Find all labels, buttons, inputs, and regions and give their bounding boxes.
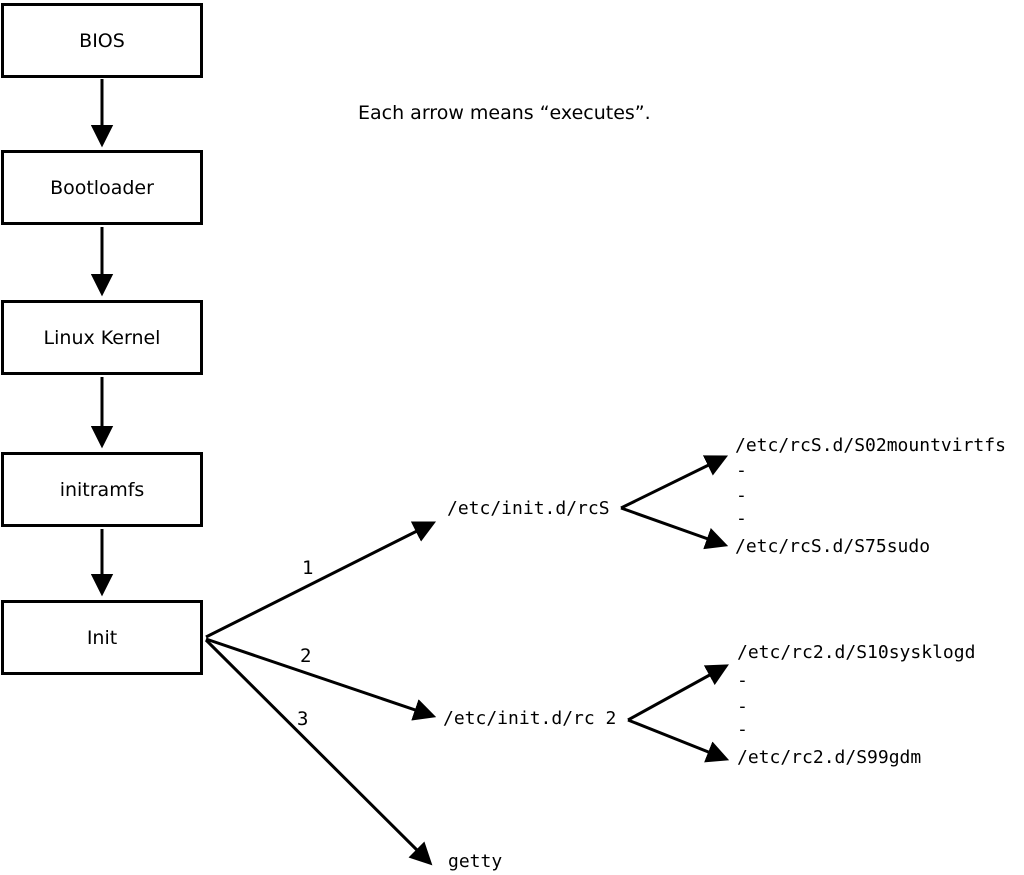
node-linux-kernel: Linux Kernel: [1, 300, 203, 375]
rc2-ellipsis-dash-1: -: [737, 670, 748, 691]
arrow-init-to-rc2: [205, 637, 437, 721]
script-s99gdm: /etc/rc2.d/S99gdm: [737, 747, 922, 768]
rcs-ellipsis-dash-1: -: [736, 460, 747, 481]
arrow-rcs-to-s02mountvirtfs: [620, 455, 729, 510]
script-s10sysklogd: /etc/rc2.d/S10sysklogd: [737, 642, 976, 663]
node-bios: BIOS: [1, 3, 203, 78]
path-init-d-rcs: /etc/init.d/rcS: [447, 498, 610, 519]
path-getty: getty: [448, 851, 503, 872]
order-label-3: 3: [297, 708, 309, 730]
node-bootloader-label: Bootloader: [50, 176, 154, 199]
node-initramfs-label: initramfs: [59, 478, 145, 501]
order-label-1: 1: [302, 557, 314, 579]
order-label-2: 2: [300, 645, 312, 667]
node-bootloader: Bootloader: [1, 150, 203, 225]
arrow-init-to-rcs: [205, 521, 437, 639]
arrow-rc2-to-s99gdm: [627, 718, 730, 763]
node-linux-kernel-label: Linux Kernel: [43, 326, 161, 349]
node-bios-label: BIOS: [79, 29, 125, 52]
script-s75sudo: /etc/rcS.d/S75sudo: [735, 536, 931, 557]
rc2-ellipsis-dash-2: -: [737, 696, 748, 717]
path-init-d-rc2: /etc/init.d/rc 2: [443, 708, 617, 729]
arrow-init-to-getty: [204, 638, 433, 866]
node-initramfs: initramfs: [1, 452, 203, 527]
diagram-caption: Each arrow means “executes”.: [358, 102, 651, 124]
rc2-ellipsis-dash-3: -: [737, 719, 748, 740]
script-s02mountvirtfs: /etc/rcS.d/S02mountvirtfs: [735, 435, 1006, 456]
arrow-rcs-to-s75sudo: [620, 506, 729, 550]
arrow-rc2-to-s10sysklogd: [627, 664, 729, 722]
node-init: Init: [1, 600, 203, 675]
node-init-label: Init: [86, 626, 118, 649]
rcs-ellipsis-dash-2: -: [736, 485, 747, 506]
rcs-ellipsis-dash-3: -: [736, 508, 747, 529]
